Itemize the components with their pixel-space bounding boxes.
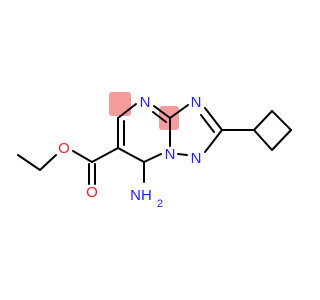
bond-o-carbonyl-carbon [72,150,93,163]
oxygen-carbonyl-label: O [86,184,98,201]
atom-labels: O O N N N N NH 2 [58,94,201,210]
bond-n-bottom-n1 [177,153,188,156]
bond-n4-c3a-inner [152,111,167,123]
bond-c7-c6 [117,147,145,163]
bond-cyclobutyl-right-top [271,110,292,131]
nitrogen-pyrimidine-label: N [140,94,151,111]
bond-n3-c2-inner [200,114,215,133]
bond-n1-c7 [143,153,162,163]
highlight-pyrimidine-carbon [109,92,131,116]
amine-label: NH 2 [130,187,163,210]
amine-subscript-label: 2 [157,198,163,210]
nitrogen-triazole-bottom-label: N [191,150,202,167]
bond-c2-n-bottom [204,129,223,153]
bond-carbonyl-c6 [91,147,119,163]
bond-c3a-n3 [169,104,189,119]
bond-cyclobutyl-top [253,110,273,131]
oxygen-ether-label: O [58,140,70,157]
chemical-structure-diagram: O O N N N N NH 2 [17,92,292,210]
nitrogen-bridge-label: N [165,146,176,163]
amine-main-label: NH [130,187,152,204]
bond-c5-n4 [117,103,137,119]
bond-n3-c2 [204,107,223,131]
bond-ch2-o [39,154,57,171]
bond-cyclobutyl-bottom [253,129,273,151]
bond-n4-c3a [153,105,171,119]
bond-cyclobutyl-right-bottom [271,129,292,151]
bond-lines [17,103,292,185]
nitrogen-triazole-top-label: N [191,94,202,111]
bond-ch3-ch2 [17,154,41,171]
